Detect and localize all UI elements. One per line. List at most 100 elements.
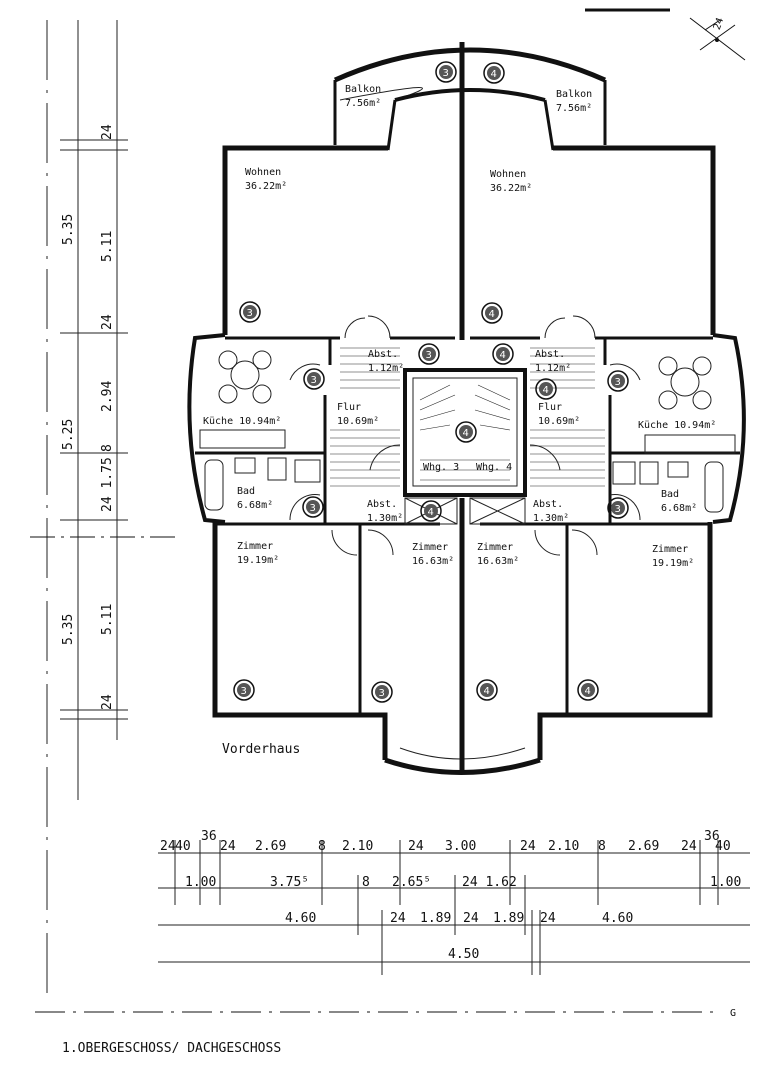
dim-v-inner-5: 8 xyxy=(100,444,115,452)
dim-row2-label: 1.00 xyxy=(710,875,741,890)
dim-v-inner-3: 24 xyxy=(100,314,115,330)
room-area: 19.19m² xyxy=(237,555,279,566)
room-name: Zimmer xyxy=(412,542,448,553)
dim-row1-label: 24 xyxy=(681,839,697,854)
corner-dimension-mark: 24 xyxy=(689,16,746,61)
room-name: Abst. xyxy=(533,499,563,510)
dim-row3-label: 24 xyxy=(390,911,406,926)
room-area: 7.56m² xyxy=(556,103,592,114)
room-area: 6.68m² xyxy=(661,503,697,514)
room-name: Zimmer xyxy=(237,541,273,552)
room-area: 10.69m² xyxy=(337,416,379,427)
svg-text:4: 4 xyxy=(543,385,549,396)
dim-row2-label: 1.00 xyxy=(185,875,216,890)
exterior-walls xyxy=(187,42,746,775)
dim-v-inner-1: 24 xyxy=(100,124,115,140)
room-area: 1.12m² xyxy=(535,363,571,374)
svg-text:3: 3 xyxy=(426,350,432,361)
room-name: Abst. xyxy=(368,349,398,360)
room-name: Zimmer xyxy=(652,544,688,555)
dim-row3-label: 1.89 xyxy=(493,911,524,926)
dim-row1-label: 40 xyxy=(175,839,191,854)
svg-text:4: 4 xyxy=(428,507,434,518)
interior-walls xyxy=(195,336,740,715)
room-name: Wohnen xyxy=(490,169,526,180)
dim-row1-label: 36 xyxy=(201,829,217,844)
room-kueche-left: Küche 10.94m² xyxy=(203,416,281,427)
unit-marker: 3 xyxy=(435,61,457,83)
svg-text:4: 4 xyxy=(491,69,497,80)
room-name: Flur xyxy=(337,402,361,413)
room-name: Abst. xyxy=(367,499,397,510)
dim-v-inner-2: 5.11 xyxy=(100,231,115,262)
dim-v-outer-1: 5.35 xyxy=(61,214,76,245)
dim-row4-label: 4.50 xyxy=(448,947,479,962)
svg-text:3: 3 xyxy=(379,688,385,699)
dim-row2-label: 8 xyxy=(362,875,370,890)
svg-text:4: 4 xyxy=(500,350,506,361)
unit-marker: 4 xyxy=(476,679,498,701)
unit-marker: 3 xyxy=(371,681,393,703)
room-name: Balkon xyxy=(345,84,381,95)
dim-row3-label: 24 xyxy=(540,911,556,926)
room-area: 7.56m² xyxy=(345,98,381,109)
room-balkon-left: Balkon 7.56m² xyxy=(345,84,381,109)
dim-v-inner-7: 5.11 xyxy=(100,604,115,635)
room-name: Flur xyxy=(538,402,562,413)
room-labels: Balkon7.56m²Balkon7.56m²Wohnen36.22m²Woh… xyxy=(203,84,716,569)
room-area: 1.30m² xyxy=(533,513,569,524)
vertical-dimensions: 5.35 5.25 5.35 24 5.11 24 2.94 8 24 1.75… xyxy=(30,20,180,1000)
building-label: Vorderhaus xyxy=(222,742,300,757)
dim-row3-label: 4.60 xyxy=(285,911,316,926)
dim-row3-label: 24 xyxy=(463,911,479,926)
unit-marker: 4 xyxy=(483,62,505,84)
dim-row3-label: 4.60 xyxy=(602,911,633,926)
unit-marker: 4 xyxy=(420,500,442,522)
room-abst-bottom-right: Abst. 1.30m² xyxy=(533,499,569,524)
dim-row3-label: 1.89 xyxy=(420,911,451,926)
corner-mark-label: 24 xyxy=(712,16,726,31)
svg-text:3: 3 xyxy=(247,308,253,319)
door-swings xyxy=(289,315,641,556)
svg-text:3: 3 xyxy=(615,377,621,388)
dim-row1-label: 24 xyxy=(160,839,176,854)
dim-row2-label: 3.75⁵ xyxy=(270,875,309,890)
svg-text:3: 3 xyxy=(241,686,247,697)
room-name: Bad xyxy=(237,486,255,497)
plan-title: 1.OBERGESCHOSS/ DACHGESCHOSS xyxy=(62,1041,281,1056)
room-abst-top-left: Abst. 1.12m² xyxy=(368,349,404,374)
dim-row1-label: 24 xyxy=(520,839,536,854)
unit-marker: 3 xyxy=(233,679,255,701)
room-area: 6.68m² xyxy=(237,500,273,511)
unit-marker: 4 xyxy=(535,378,557,400)
dim-v-inner-4: 2.94 xyxy=(100,381,115,412)
room-name: Wohnen xyxy=(245,167,281,178)
dim-row1-label: 2.10 xyxy=(342,839,373,854)
room-abst-top-right: Abst.1.12m² xyxy=(535,349,571,374)
unit-marker: 3 xyxy=(302,496,324,518)
unit-marker: 3 xyxy=(607,370,629,392)
dim-row1-label: 3.00 xyxy=(445,839,476,854)
dim-row2-label: 2.65⁵ xyxy=(392,875,431,890)
kitchen-furniture xyxy=(199,350,736,513)
unit-marker: 4 xyxy=(492,343,514,365)
dim-row1-label: 2.69 xyxy=(628,839,659,854)
svg-text:4: 4 xyxy=(484,686,490,697)
room-area: 10.69m² xyxy=(538,416,580,427)
room-balkon-right: Balkon 7.56m² xyxy=(556,89,592,114)
svg-text:3: 3 xyxy=(443,68,449,79)
stair-label-whg3: Whg. 3 xyxy=(423,462,459,473)
room-area: 1.12m² xyxy=(368,363,404,374)
room-kueche-right: Küche 10.94m² xyxy=(638,420,716,431)
room-area: 19.19m² xyxy=(652,558,694,569)
svg-text:4: 4 xyxy=(585,686,591,697)
room-name: Balkon xyxy=(556,89,592,100)
room-area: 16.63m² xyxy=(412,556,454,567)
room-name: Küche 10.94m² xyxy=(638,420,716,431)
